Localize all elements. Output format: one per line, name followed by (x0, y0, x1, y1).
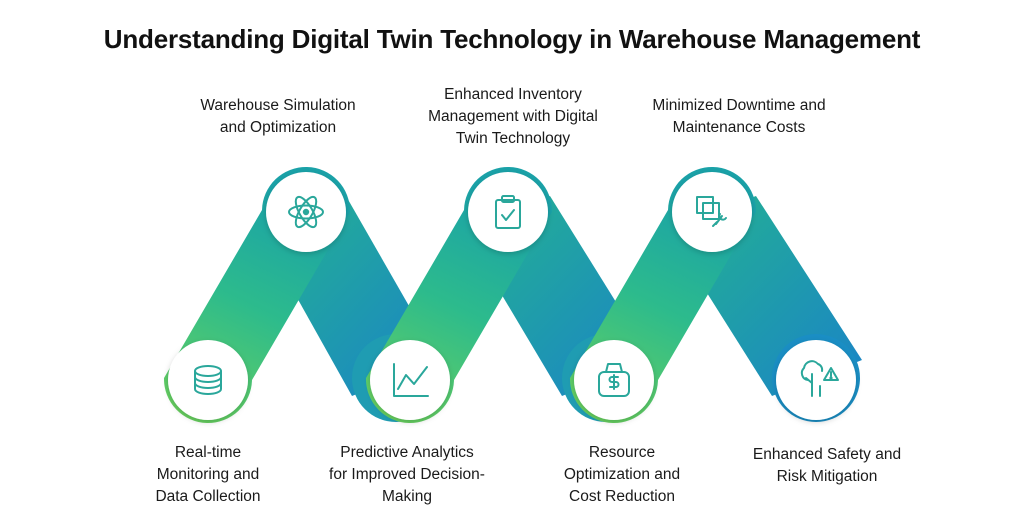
step-label-real-time-monitoring: Real-time Monitoring and Data Collection (103, 442, 313, 508)
ascending-bands (163, 166, 757, 424)
label-line: Resource (588, 444, 656, 461)
label-line: Management with Digital (428, 108, 598, 125)
label-line: Risk Mitigation (776, 468, 878, 485)
node-circle (468, 172, 548, 252)
label-line: and Optimization (219, 119, 337, 136)
clipboard-check-icon (495, 195, 521, 229)
label-line: Maintenance Costs (672, 119, 806, 136)
label-line: Enhanced Safety and (752, 446, 902, 463)
label-line: Cost Reduction (569, 488, 675, 505)
label-line: Warehouse Simulation (200, 97, 356, 114)
step-label-warehouse-simulation: Warehouse Simulation and Optimization (173, 95, 383, 139)
node-enhanced-safety (776, 340, 856, 420)
descending-bands (258, 196, 862, 422)
label-line: Minimized Downtime and (652, 97, 826, 114)
step-label-minimized-downtime: Minimized Downtime and Maintenance Costs (634, 95, 844, 139)
tree-warning-icon (800, 360, 839, 397)
database-icon (194, 365, 222, 395)
label-line: Data Collection (155, 488, 261, 505)
atom-icon (288, 195, 324, 229)
node-circle (168, 340, 248, 420)
step-label-enhanced-safety: Enhanced Safety and Risk Mitigation (722, 444, 932, 488)
layers-wrench-icon (696, 196, 727, 227)
label-line: for Improved Decision- (329, 466, 485, 483)
label-line: Predictive Analytics (340, 444, 474, 461)
label-line: Enhanced Inventory (444, 86, 582, 103)
node-enhanced-inventory (468, 172, 548, 252)
money-bag-icon (598, 363, 630, 397)
step-label-enhanced-inventory: Enhanced Inventory Management with Digit… (408, 84, 618, 150)
line-chart-icon (393, 363, 429, 397)
label-line: Monitoring and (156, 466, 260, 483)
page-title: Understanding Digital Twin Technology in… (103, 24, 921, 54)
label-line: Optimization and (563, 466, 681, 483)
node-minimized-downtime (672, 172, 752, 252)
label-line: Making (382, 488, 432, 505)
node-circle (776, 340, 856, 420)
step-label-predictive-analytics: Predictive Analytics for Improved Decisi… (302, 442, 512, 508)
step-nodes (168, 172, 856, 420)
node-predictive-analytics (370, 340, 450, 420)
label-line: Twin Technology (455, 130, 571, 147)
node-resource-optimization (574, 340, 654, 420)
label-line: Real-time (174, 444, 242, 461)
node-real-time-monitoring (168, 340, 248, 420)
step-label-resource-optimization: Resource Optimization and Cost Reduction (517, 442, 727, 508)
node-warehouse-simulation (266, 172, 346, 252)
